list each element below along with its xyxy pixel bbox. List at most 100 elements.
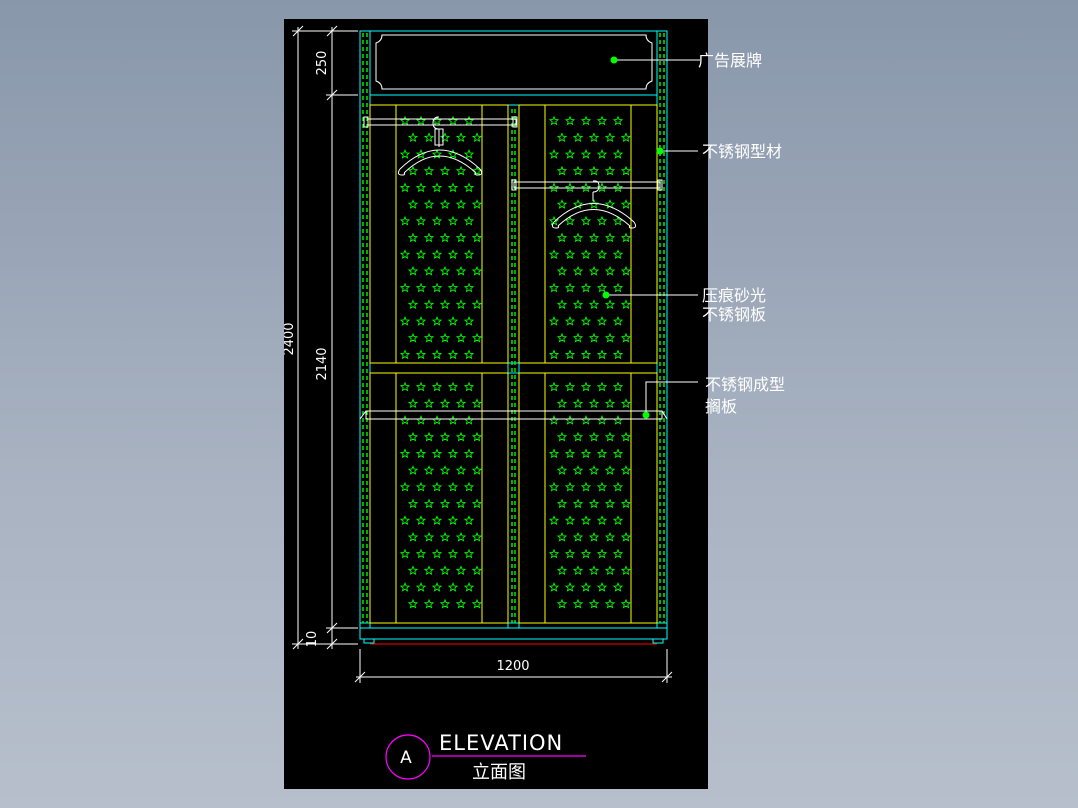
star-mark <box>471 132 483 143</box>
star-mark <box>556 398 568 409</box>
star-mark <box>580 249 592 259</box>
title-main: ELEVATION <box>439 731 563 755</box>
star-mark <box>447 448 459 459</box>
star-mark <box>439 265 451 276</box>
star-mark <box>556 199 568 209</box>
star-mark <box>423 265 435 276</box>
star-mark <box>431 582 443 592</box>
star-mark <box>415 515 427 525</box>
star-mark <box>415 249 427 259</box>
star-mark <box>431 115 443 126</box>
star-mark <box>447 481 459 492</box>
star-mark <box>564 115 576 126</box>
star-mark <box>407 265 419 276</box>
title-marker-circle <box>385 734 431 780</box>
star-mark <box>588 531 600 542</box>
star-mark <box>455 498 467 509</box>
star-mark <box>612 582 624 592</box>
star-mark <box>407 431 419 442</box>
base-plinth <box>359 622 668 640</box>
star-mark <box>439 398 451 409</box>
star-mark <box>596 149 608 159</box>
star-mark <box>580 548 592 559</box>
star-mark <box>572 498 584 509</box>
star-mark <box>556 465 568 475</box>
star-mark <box>596 215 608 226</box>
star-mark <box>407 299 419 310</box>
star-mark <box>399 415 411 425</box>
hanging-rail-right <box>513 181 661 189</box>
star-mark <box>604 465 616 475</box>
star-mark <box>415 215 427 226</box>
dimension-base-section: 10 <box>305 631 320 648</box>
hanging-rails <box>363 116 663 191</box>
star-mark <box>455 465 467 475</box>
star-mark <box>399 215 411 226</box>
star-mark <box>572 132 584 143</box>
star-mark <box>588 598 600 609</box>
star-mark <box>399 282 411 293</box>
star-mark <box>572 565 584 576</box>
star-mark <box>463 548 475 559</box>
star-mark <box>471 199 483 209</box>
dimension-top-section: 250 <box>315 51 330 76</box>
star-mark <box>447 316 459 326</box>
star-mark <box>572 232 584 243</box>
star-mark <box>572 598 584 609</box>
star-mark <box>471 565 483 576</box>
star-mark <box>548 448 560 459</box>
star-mark <box>548 316 560 326</box>
star-mark <box>596 515 608 525</box>
leader-dot-panel <box>602 291 610 299</box>
star-mark <box>564 282 576 293</box>
star-mark <box>431 215 443 226</box>
star-mark <box>431 282 443 293</box>
star-mark <box>580 381 592 392</box>
star-mark <box>564 182 576 193</box>
star-mark <box>572 398 584 409</box>
star-mark <box>463 115 475 126</box>
star-mark <box>439 232 451 243</box>
star-mark <box>556 598 568 609</box>
star-mark <box>463 149 475 159</box>
star-mark <box>588 232 600 243</box>
star-mark <box>447 249 459 259</box>
star-mark <box>604 398 616 409</box>
star-mark <box>431 381 443 392</box>
star-mark <box>564 415 576 425</box>
star-mark <box>604 565 616 576</box>
star-mark <box>463 582 475 592</box>
star-mark <box>548 481 560 492</box>
star-mark <box>399 548 411 559</box>
star-mark <box>564 582 576 592</box>
star-mark <box>423 465 435 475</box>
star-mark <box>588 265 600 276</box>
star-mark <box>596 349 608 360</box>
star-mark <box>604 299 616 310</box>
star-mark <box>580 282 592 293</box>
star-mark <box>407 531 419 542</box>
embossed-star-pattern <box>399 115 632 609</box>
star-mark <box>596 415 608 425</box>
star-mark <box>604 531 616 542</box>
star-mark <box>447 215 459 226</box>
star-mark <box>415 115 427 126</box>
star-mark <box>455 299 467 310</box>
elevation-drawing: 2400 250 2140 10 1200 A ELEVATION 立面图 <box>284 25 698 783</box>
star-mark <box>596 448 608 459</box>
star-mark <box>455 232 467 243</box>
star-mark <box>572 265 584 276</box>
star-mark <box>463 182 475 193</box>
star-mark <box>471 531 483 542</box>
star-mark <box>556 299 568 310</box>
star-mark <box>612 349 624 360</box>
star-mark <box>407 465 419 475</box>
dimension-total-height: 2400 <box>284 322 297 355</box>
star-mark <box>463 481 475 492</box>
star-mark <box>620 165 632 176</box>
star-mark <box>455 531 467 542</box>
star-mark <box>596 115 608 126</box>
star-mark <box>439 132 451 143</box>
star-mark <box>556 165 568 176</box>
sign-rail <box>369 94 658 106</box>
